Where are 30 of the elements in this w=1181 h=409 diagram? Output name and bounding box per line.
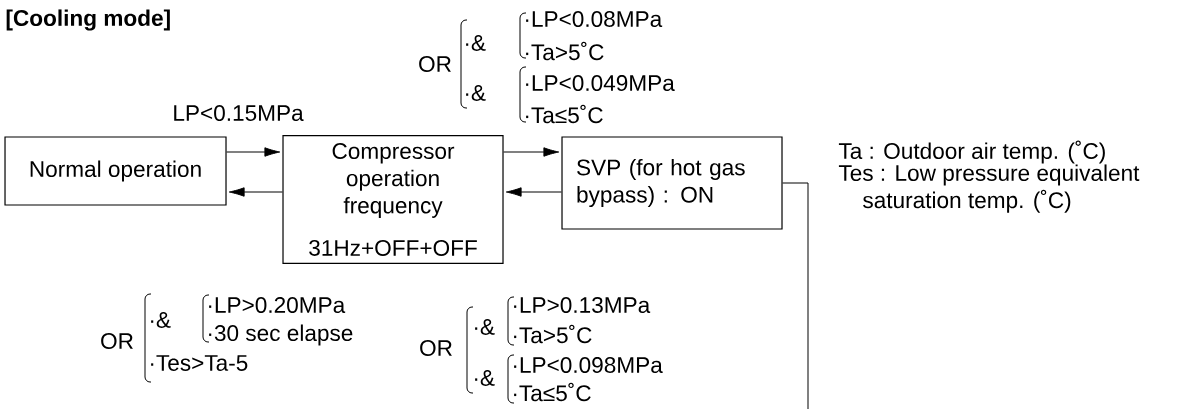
condition-text: ·& <box>466 85 486 101</box>
condition-text: ·LP<0.098MPa <box>514 357 663 373</box>
note-text: Tes : Low pressure equivalent saturation temp. (˚C) <box>838 164 1140 213</box>
condition-text: ·Tes>Ta-5 <box>151 355 248 371</box>
condition-text: ·& <box>475 370 495 386</box>
arrow <box>228 187 283 197</box>
condition-text: ·& <box>466 35 486 51</box>
edge-label: LP<0.15MPa <box>170 103 306 123</box>
condition-text: OR <box>101 333 133 349</box>
condition-text: ·LP<0.08MPa <box>526 11 663 27</box>
condition-text: ·Ta>5˚C <box>526 41 604 61</box>
process-box: Normal operation <box>4 136 227 206</box>
title: [Cooling mode] <box>6 9 170 31</box>
arrow <box>503 147 560 157</box>
note-text: Ta : Outdoor air temp. (˚C) <box>838 140 1105 164</box>
condition-text: ·Ta≤5˚C <box>526 104 603 124</box>
condition-text: ·& <box>475 319 495 335</box>
arrow <box>226 147 281 157</box>
condition-text: ·LP<0.049MPa <box>526 75 675 91</box>
condition-text: ·Ta>5˚C <box>514 324 592 344</box>
condition-text: ·LP>0.20MPa <box>209 297 346 313</box>
condition-text: ·& <box>151 312 171 328</box>
condition-text: OR <box>419 56 451 72</box>
process-box: SVP (for hot gas bypass) : ON <box>561 136 783 230</box>
condition-text: ·Ta≤5˚C <box>514 382 591 402</box>
arrow <box>505 187 562 197</box>
condition-text: ·30 sec elapse <box>209 324 353 346</box>
process-box: Compressor operation frequency 31Hz+OFF+OFF <box>282 134 504 265</box>
condition-text: OR <box>420 340 452 356</box>
condition-text: ·LP>0.13MPa <box>514 297 651 313</box>
